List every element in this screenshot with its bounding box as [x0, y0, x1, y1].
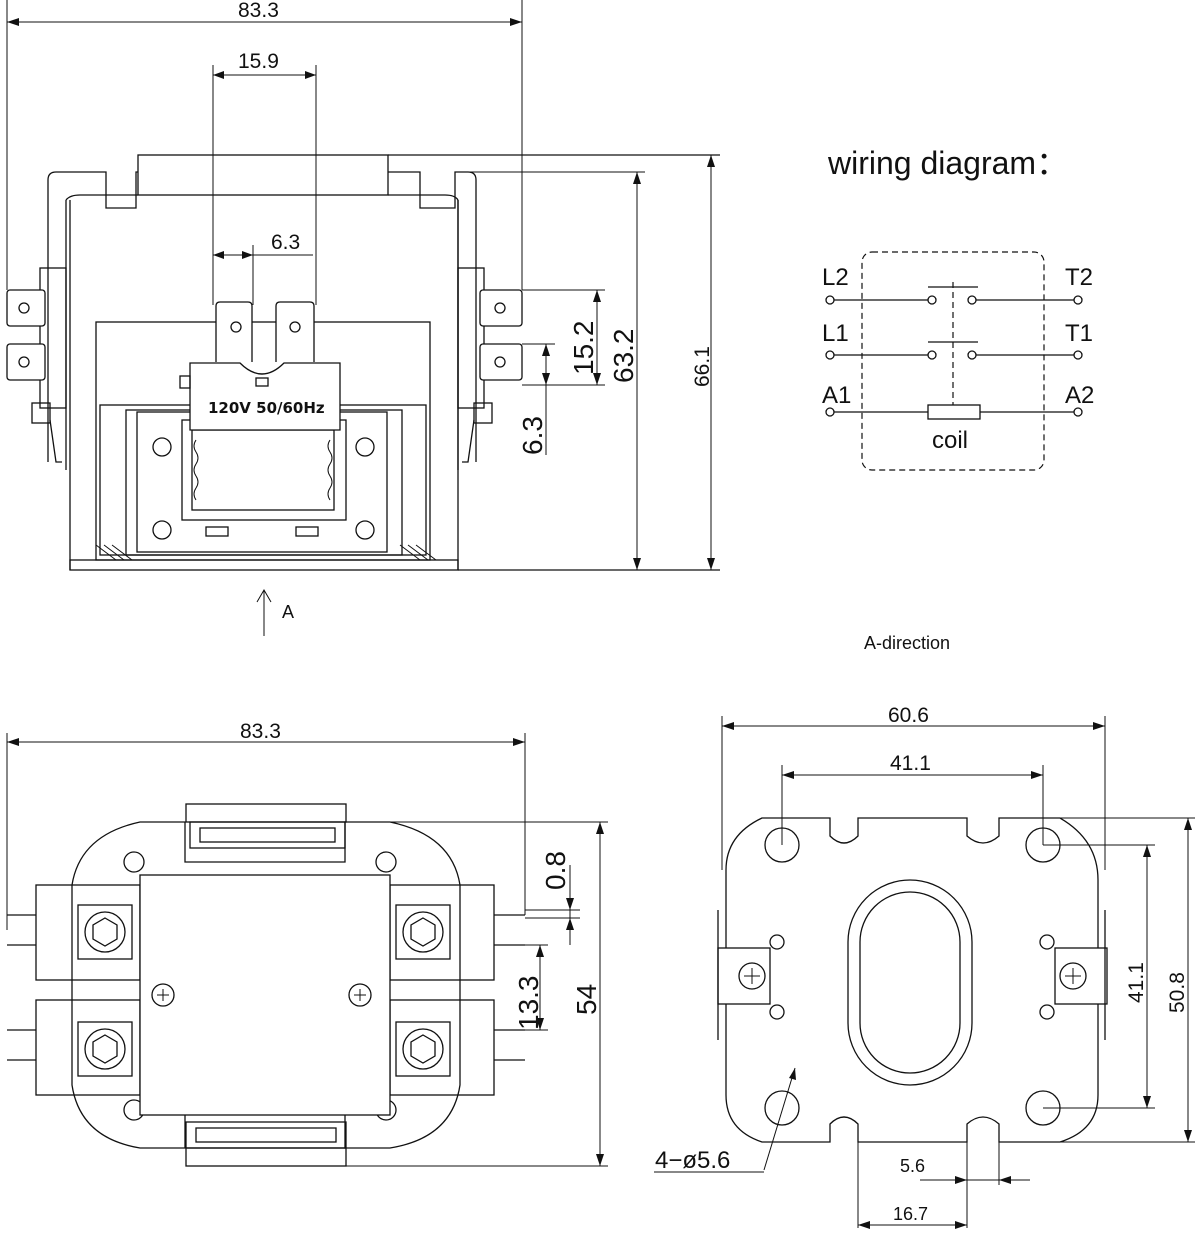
label-l1: L1 [822, 320, 849, 347]
slot-span-dim: 16.7 [893, 1204, 928, 1224]
coil-label: coil [932, 427, 968, 454]
top-view: 83.3 [6, 720, 608, 1167]
total-height-dim: 66.1 [691, 346, 714, 387]
terminal-screw-bl [77, 1021, 133, 1077]
coil-symbol [927, 404, 981, 420]
top-depth-dim: 54 [571, 984, 602, 1015]
terminal-a2 [1073, 407, 1083, 417]
top-gap-dim: 0.8 [540, 851, 571, 890]
wiring-enclosure [861, 251, 1045, 471]
terminal-a1 [825, 407, 835, 417]
terminal-block-dim: 15.9 [238, 50, 279, 73]
front-view: 83.3 15.9 6.3 [6, 0, 720, 636]
label-l2: L2 [822, 264, 849, 291]
nameplate-label: 120V 50/60Hz [208, 399, 325, 417]
terminal-pitch-dim: 13.3 [513, 976, 544, 1031]
terminal-screw-br [395, 1021, 451, 1077]
base-width-dim: 60.6 [888, 704, 929, 727]
wiring-diagram: wiring diagram： L2 T2 L1 T1 A1 A2 coil [822, 145, 1094, 471]
mount-hole-bl [764, 1090, 800, 1126]
hole-span-dim: 41.1 [890, 752, 931, 775]
holes-callout: 4−ø5.6 [655, 1147, 730, 1174]
base-view-caption: A-direction [864, 633, 950, 653]
terminal-screw-tl [77, 904, 133, 960]
label-t1: T1 [1065, 320, 1093, 347]
top-width-dim: 83.3 [240, 720, 281, 743]
slot-width-dim: 5.6 [900, 1156, 925, 1176]
label-a1: A1 [822, 382, 851, 409]
terminal-screw-tr [395, 904, 451, 960]
terminal-spacing-dim: 15.2 [568, 321, 599, 376]
hole-vertical-dim: 41.1 [1125, 962, 1148, 1003]
terminal-l2 [825, 295, 835, 305]
front-width-dim: 83.3 [238, 0, 279, 22]
body-height-dim: 63.2 [608, 329, 639, 384]
terminal-t1 [1073, 350, 1083, 360]
terminal-low-dim: 6.3 [517, 416, 548, 455]
label-a2: A2 [1065, 382, 1094, 409]
wiring-title: wiring diagram： [827, 145, 1068, 181]
mount-hole-tl [764, 827, 800, 863]
label-t2: T2 [1065, 264, 1093, 291]
view-arrow-label: A [282, 602, 294, 622]
base-height-dim: 50.8 [1166, 972, 1189, 1013]
base-view: A-direction 60.6 41.1 [654, 633, 1195, 1229]
top-cover [139, 874, 391, 1116]
terminal-t2 [1073, 295, 1083, 305]
tab-offset-dim: 6.3 [271, 231, 300, 254]
terminal-l1 [825, 350, 835, 360]
